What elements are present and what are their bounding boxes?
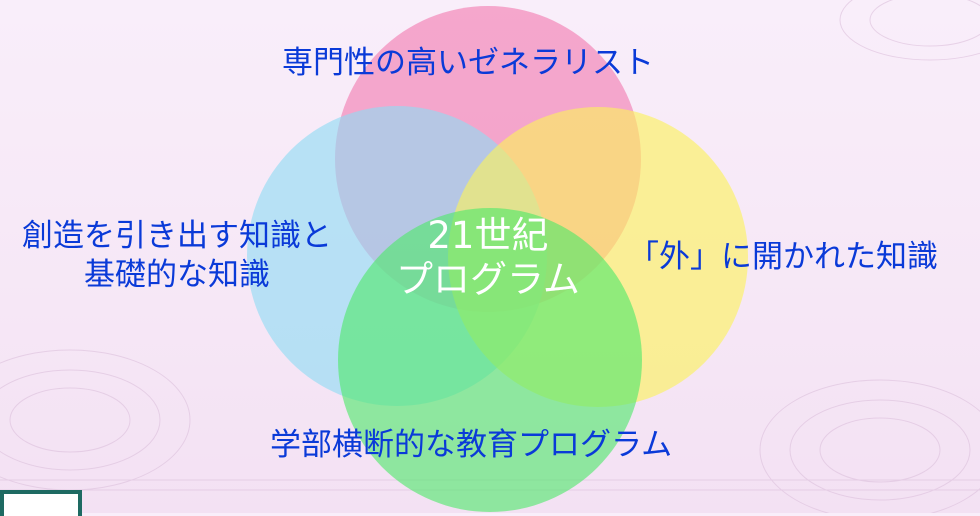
center-label: 21世紀 プログラム	[396, 214, 580, 301]
left-label: 創造を引き出す知識と 基礎的な知識	[22, 217, 332, 295]
bottom-label: 学部横断的な教育プログラム	[270, 427, 673, 463]
center-label-line1: 21世紀	[427, 214, 549, 257]
right-label: 「外」に開かれた知識	[628, 239, 938, 275]
left-label-line2: 基礎的な知識	[84, 256, 270, 293]
green-circle	[338, 208, 642, 512]
top-label: 専門性の高いゼネラリスト	[282, 45, 654, 81]
corner-frame-decoration	[0, 490, 82, 516]
center-label-line2: プログラム	[396, 257, 580, 301]
left-label-line1: 創造を引き出す知識と	[22, 218, 332, 254]
